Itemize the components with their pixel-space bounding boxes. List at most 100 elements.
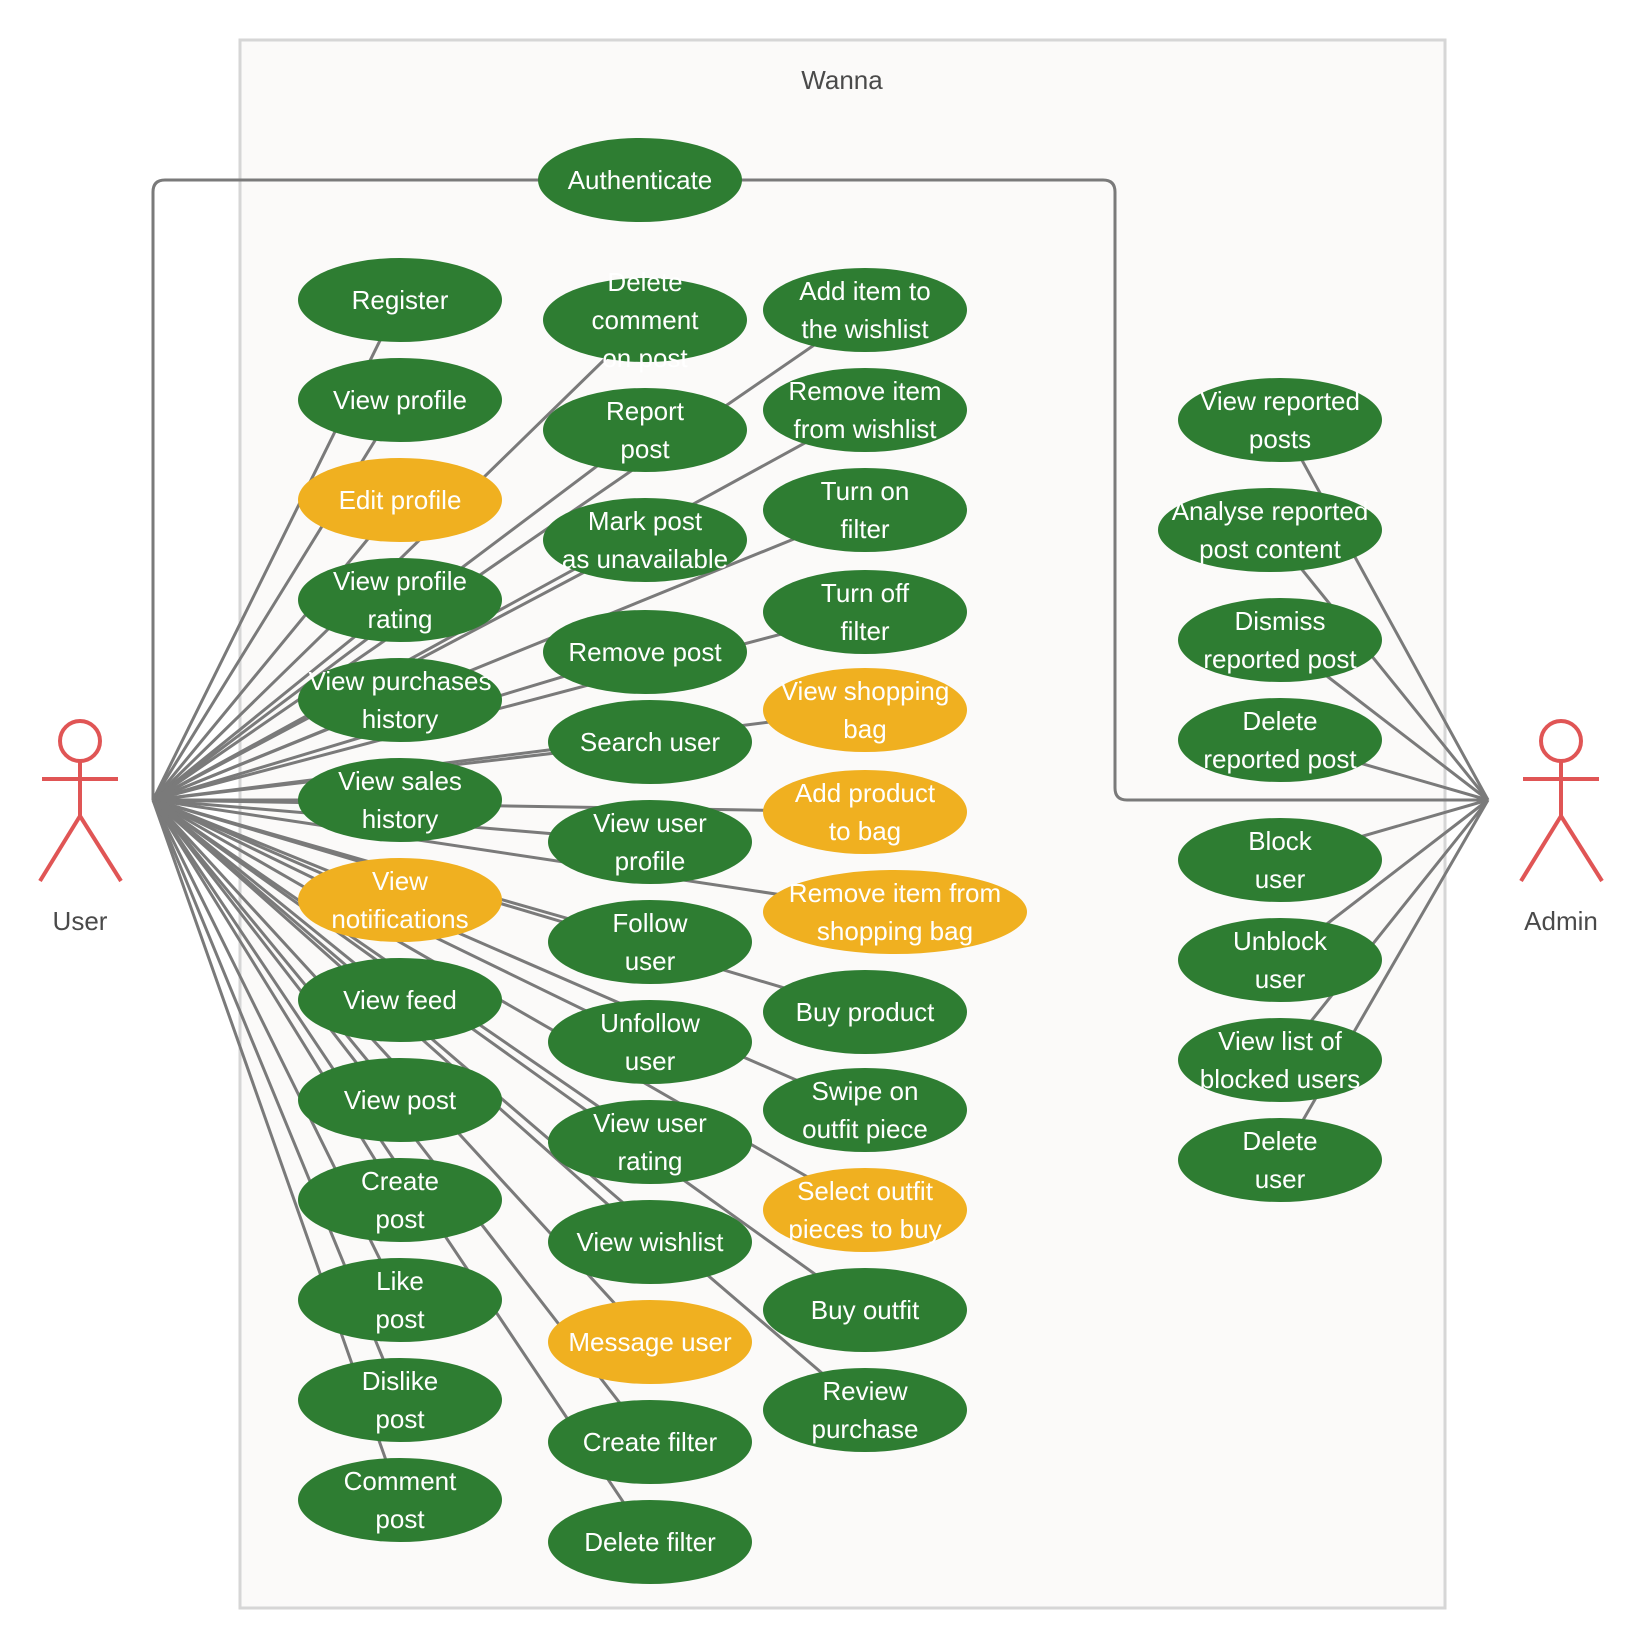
usecase-label: Select outfit	[797, 1176, 934, 1206]
usecase-ellipse	[548, 1500, 752, 1584]
usecase-label: View sales	[338, 766, 462, 796]
usecase-ellipse	[548, 800, 752, 884]
usecase-view-wishlist[interactable]: View wishlist	[548, 1200, 752, 1284]
usecase-ellipse	[763, 870, 1027, 954]
usecase-label: user	[1255, 1164, 1306, 1194]
usecase-label: on post	[602, 343, 688, 373]
usecase-label: Authenticate	[568, 165, 713, 195]
usecase-view-post[interactable]: View post	[298, 1058, 502, 1142]
usecase-label: comment	[592, 305, 700, 335]
usecase-label: Like	[376, 1266, 424, 1296]
usecase-label: to bag	[829, 816, 901, 846]
user-actor-icon	[38, 719, 123, 883]
usecase-label: View user	[593, 1108, 707, 1138]
association-admin-view-blocked	[1278, 799, 1490, 1061]
usecase-label: from wishlist	[793, 414, 937, 444]
usecase-delete-filter[interactable]: Delete filter	[548, 1500, 752, 1584]
usecase-ellipse	[548, 1000, 752, 1084]
admin-actor-icon	[1519, 719, 1604, 883]
usecase-analyse-reported[interactable]: Analyse reported post content	[1158, 488, 1382, 572]
usecase-ellipse	[298, 1458, 502, 1542]
usecase-ellipse	[543, 610, 747, 694]
usecase-label: Turn on	[821, 476, 910, 506]
usecase-delete-reported[interactable]: Delete reported post	[1178, 698, 1382, 782]
usecase-ellipse	[1178, 378, 1382, 462]
usecase-ellipse	[763, 1168, 967, 1252]
usecase-remove-post[interactable]: Remove post	[543, 610, 747, 694]
usecase-buy-outfit[interactable]: Buy outfit	[763, 1268, 967, 1352]
usecase-authenticate[interactable]: Authenticate	[538, 138, 742, 222]
usecase-search-user[interactable]: Search user	[548, 700, 752, 784]
usecase-label: View purchases	[308, 666, 491, 696]
usecase-view-profile[interactable]: View profile	[298, 358, 502, 442]
usecase-label: blocked users	[1200, 1064, 1360, 1094]
association-user-turn-on-filter	[152, 508, 866, 802]
usecase-ellipse	[298, 958, 502, 1042]
association-user-swipe-outfit	[152, 798, 866, 1112]
usecase-ellipse	[543, 498, 747, 582]
usecase-label: reported post	[1203, 644, 1357, 674]
usecase-label: Analyse reported	[1172, 496, 1369, 526]
usecase-label: View profile	[333, 385, 467, 415]
usecase-edit-profile[interactable]: Edit profile	[298, 458, 502, 542]
usecase-label: View reported	[1200, 386, 1360, 416]
system-title: Wanna	[801, 65, 883, 95]
usecase-label: Turn off	[821, 578, 910, 608]
usecase-ellipse	[298, 558, 502, 642]
usecase-ellipse	[763, 368, 967, 452]
usecase-ellipse	[1178, 698, 1382, 782]
association-user-authenticate	[151, 178, 640, 800]
usecase-view-feed[interactable]: View feed	[298, 958, 502, 1042]
association-admin-analyse-reported	[1268, 529, 1490, 801]
usecase-label: Delete	[1242, 706, 1317, 736]
usecase-label: post content	[1199, 534, 1341, 564]
usecase-message-user[interactable]: Message user	[548, 1300, 752, 1384]
usecase-ellipse	[1178, 598, 1382, 682]
usecase-buy-product[interactable]: Buy product	[763, 970, 967, 1054]
usecase-ellipse	[548, 1400, 752, 1484]
usecase-ellipse	[298, 1358, 502, 1442]
usecase-label: reported post	[1203, 744, 1357, 774]
usecase-label: outfit piece	[802, 1114, 928, 1144]
usecase-register[interactable]: Register	[298, 258, 502, 342]
usecase-ellipse	[298, 658, 502, 742]
usecase-label: Create filter	[583, 1427, 718, 1457]
association-admin-authenticate	[640, 178, 1488, 802]
usecase-ellipse	[298, 1258, 502, 1342]
usecase-create-filter[interactable]: Create filter	[548, 1400, 752, 1484]
actor-admin: Admin	[1519, 719, 1604, 936]
